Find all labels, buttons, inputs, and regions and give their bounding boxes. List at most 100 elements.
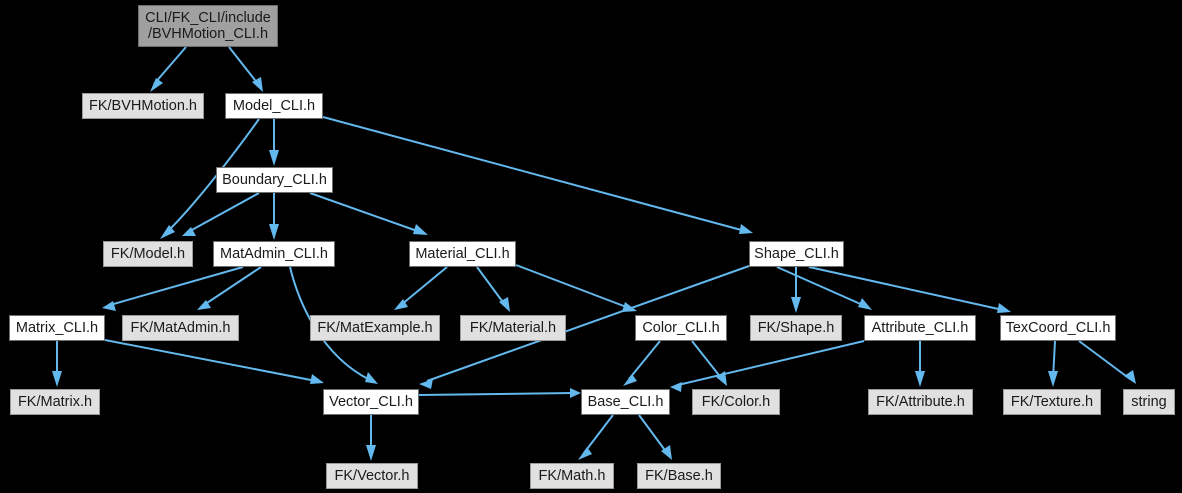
graph-node-fk_material[interactable]: FK/Material.h [460,315,566,341]
graph-node-label: FK/Model.h [110,246,186,262]
graph-node-label: FK/Material.h [469,320,557,336]
graph-node-label: Color_CLI.h [642,320,720,336]
graph-node-label: FK/BVHMotion.h [89,98,197,114]
graph-node-fk_color[interactable]: FK/Color.h [692,389,780,415]
edge-material_cli-to-fk_material [476,266,506,306]
arrowhead-boundary_cli-to-matadmin_cli [269,224,279,240]
graph-node-vector_cli[interactable]: Vector_CLI.h [323,389,419,415]
edge-color_cli-to-base_cli [628,340,661,380]
edge-matadmin_cli-to-fk_matadmin [203,266,262,306]
graph-node-label: FK/Math.h [538,468,606,484]
graph-node-fk_matexample[interactable]: FK/MatExample.h [310,315,440,341]
arrowhead-model_cli-to-shape_cli [739,224,753,234]
graph-node-label: Shape_CLI.h [754,246,839,262]
arrowhead-attribute_cli-to-fk_attribute [915,371,925,387]
graph-node-fk_matrix[interactable]: FK/Matrix.h [10,389,100,415]
edge-texcoord_cli-to-string [1078,340,1131,380]
edge-base_cli-to-fk_base [638,414,668,454]
edge-model_cli-to-shape_cli [322,116,746,232]
graph-node-attribute_cli[interactable]: Attribute_CLI.h [864,315,976,341]
arrowhead-matrix_cli-to-vector_cli [310,374,324,384]
arrowhead-shape_cli-to-fk_shape [791,297,801,313]
graph-node-matrix_cli[interactable]: Matrix_CLI.h [9,315,105,341]
graph-node-fk_base[interactable]: FK/Base.h [637,463,721,489]
edge-matrix_cli-to-vector_cli [104,339,317,382]
graph-node-fk_attribute[interactable]: FK/Attribute.h [868,389,973,415]
graph-node-base_cli[interactable]: Base_CLI.h [581,389,670,415]
arrowhead-matadmin_cli-to-fk_matadmin [197,300,211,310]
arrowhead-shape_cli-to-attribute_cli [858,298,872,310]
graph-node-matadmin_cli[interactable]: MatAdmin_CLI.h [213,241,335,267]
graph-node-label: FK/Matrix.h [17,394,93,410]
arrowhead-vector_cli-to-base_cli [570,388,581,398]
arrowhead-matrix_cli-to-fk_matrix [52,371,62,387]
graph-node-label: FK/Shape.h [757,320,835,336]
graph-node-label: CLI/FK_CLI/include /BVHMotion_CLI.h [145,10,271,42]
graph-node-label: Model_CLI.h [232,98,316,114]
graph-node-fk_matadmin[interactable]: FK/MatAdmin.h [122,315,239,341]
graph-node-label: MatAdmin_CLI.h [220,246,328,262]
edge-base_cli-to-fk_math [583,414,614,454]
arrowhead-matadmin_cli-to-vector_cli [365,372,378,384]
arrowhead-model_cli-to-fk_model [160,225,175,239]
graph-node-fk_bvhmotion[interactable]: FK/BVHMotion.h [82,93,204,119]
arrowhead-texcoord_cli-to-fk_texture [1048,371,1058,387]
graph-node-label: Base_CLI.h [587,394,664,410]
edge-shape_cli-to-texcoord_cli [808,266,1004,311]
graph-node-fk_texture[interactable]: FK/Texture.h [1003,389,1101,415]
graph-node-model_cli[interactable]: Model_CLI.h [225,93,323,119]
graph-node-label: Matrix_CLI.h [15,320,99,336]
graph-node-fk_math[interactable]: FK/Math.h [530,463,614,489]
graph-node-label: Boundary_CLI.h [222,172,327,188]
graph-node-label: FK/MatAdmin.h [130,320,231,336]
arrowhead-root-to-fk_bvhmotion [150,78,163,92]
graph-node-fk_shape[interactable]: FK/Shape.h [750,315,842,341]
arrowhead-shape_cli-to-texcoord_cli [997,303,1011,313]
graph-node-fk_model[interactable]: FK/Model.h [103,241,193,267]
edge-color_cli-to-fk_color [691,340,723,380]
arrowhead-texcoord_cli-to-string [1124,370,1136,384]
graph-node-string[interactable]: string [1123,389,1175,415]
graph-node-label: FK/Color.h [701,394,771,410]
edge-vector_cli-to-base_cli [418,392,574,396]
graph-node-label: FK/Base.h [645,468,713,484]
edge-root-to-fk_bvhmotion [153,46,187,85]
graph-node-label: FK/MatExample.h [317,320,433,336]
graph-node-label: FK/Texture.h [1010,394,1094,410]
graph-node-label: string [1131,394,1167,410]
edge-boundary_cli-to-material_cli [309,192,421,233]
graph-node-fk_vector[interactable]: FK/Vector.h [326,463,418,489]
graph-node-label: FK/Attribute.h [876,394,965,410]
graph-node-color_cli[interactable]: Color_CLI.h [635,315,727,341]
graph-node-label: Material_CLI.h [415,246,510,262]
arrowhead-base_cli-to-fk_math [578,447,592,460]
arrowhead-base_cli-to-fk_base [661,445,672,460]
graph-node-texcoord_cli[interactable]: TexCoord_CLI.h [1000,315,1116,341]
edge-root-to-model_cli [228,46,259,85]
graph-node-label: FK/Vector.h [334,468,410,484]
graph-node-label: Vector_CLI.h [329,394,413,410]
arrowhead-model_cli-to-boundary_cli [269,150,279,166]
edge-shape_cli-to-vector_cli [426,265,750,382]
arrowhead-shape_cli-to-vector_cli [419,379,433,389]
edge-matadmin_cli-to-matrix_cli [109,266,244,306]
edge-attribute_cli-to-base_cli [677,340,865,386]
arrowhead-attribute_cli-to-base_cli [670,382,682,392]
graph-node-material_cli[interactable]: Material_CLI.h [409,241,516,267]
edge-boundary_cli-to-fk_model [189,192,260,232]
edge-model_cli-to-fk_model [166,118,260,233]
arrowhead-color_cli-to-base_cli [623,374,637,386]
arrowhead-material_cli-to-fk_matexample [394,299,408,310]
graph-node-shape_cli[interactable]: Shape_CLI.h [749,241,844,267]
arrowhead-vector_cli-to-fk_vector [366,445,376,461]
graph-node-boundary_cli[interactable]: Boundary_CLI.h [216,167,333,193]
arrowhead-root-to-model_cli [252,77,263,92]
graph-node-root[interactable]: CLI/FK_CLI/include /BVHMotion_CLI.h [138,5,278,47]
arrowhead-matadmin_cli-to-matrix_cli [102,301,116,311]
edge-material_cli-to-color_cli [515,264,630,309]
graph-node-label: TexCoord_CLI.h [1005,320,1111,336]
edge-material_cli-to-fk_matexample [400,266,448,306]
arrowhead-boundary_cli-to-material_cli [413,224,428,235]
arrowhead-material_cli-to-fk_material [499,297,510,312]
